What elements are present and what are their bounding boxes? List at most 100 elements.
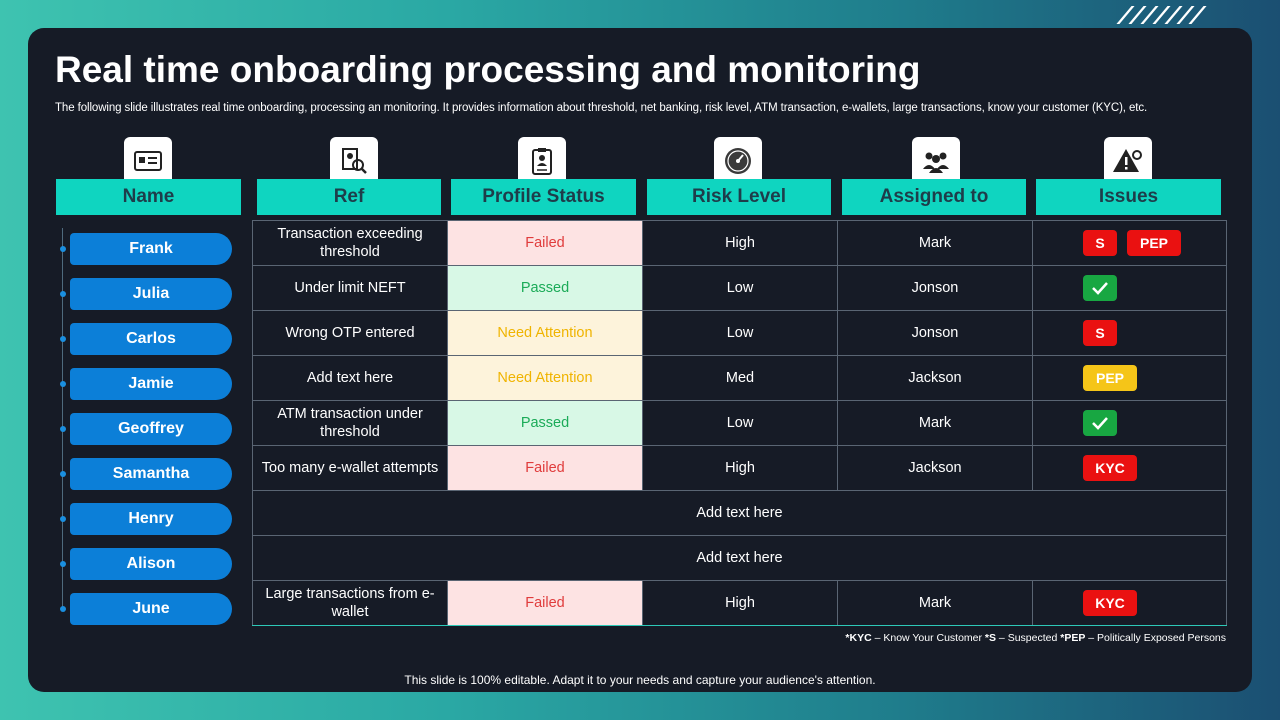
name-row: Samantha [58,451,238,496]
issue-badge-pep: PEP [1127,230,1181,256]
assigned-to-cell: Mark [837,220,1033,266]
name-row: Alison [58,541,238,586]
timeline-dot [60,605,66,612]
timeline-line [62,228,63,608]
ref-cell: Transaction exceeding threshold [252,220,448,266]
timeline-dot [60,515,66,522]
risk-level-cell: High [642,445,838,491]
name-row: June [58,586,238,631]
assigned-to-cell: Mark [837,400,1033,446]
ref-cell: Under limit NEFT [252,265,448,311]
issue-badges: S PEP [1039,230,1220,256]
ref-cell: Wrong OTP entered [252,310,448,356]
legend: *KYC – Know Your Customer *S – Suspected… [845,632,1226,644]
name-pill: Julia [70,277,232,310]
assigned-to-cell: Jackson [837,355,1033,401]
name-row: Jamie [58,361,238,406]
name-pill: Samantha [70,457,232,490]
issues-cell: PEP [1032,355,1227,401]
name-pill: Henry [70,502,232,535]
ref-cell: ATM transaction under threshold [252,400,448,446]
profile-status-cell: Need Attention [447,310,643,356]
issue-badges [1039,275,1220,301]
team-icon [912,137,960,185]
issue-badge-s: S [1083,320,1117,346]
issue-badges: PEP [1039,365,1220,391]
issues-cell [1032,400,1227,446]
name-row: Carlos [58,316,238,361]
timeline-dot [60,335,66,342]
issue-badge-pep: PEP [1083,365,1137,391]
profile-clipboard-icon [518,137,566,185]
table-row: Add text here [252,490,1227,536]
profile-status-cell: Passed [447,400,643,446]
name-pill: June [70,592,232,625]
risk-level-cell: Low [642,310,838,356]
legend-s-text: – Suspected [996,632,1061,644]
risk-gauge-icon [714,137,762,185]
table-row: Add text here [252,535,1227,581]
issue-badges: KYC [1039,590,1220,616]
issues-cell [1032,265,1227,311]
header-name: Name [56,179,241,215]
page-title: Real time onboarding processing and moni… [55,49,921,90]
page-subtitle: The following slide illustrates real tim… [55,102,1148,114]
header-ref: Ref [257,179,441,215]
ref-cell: Add text here [252,355,448,401]
issue-badges: S [1039,320,1220,346]
name-row: Frank [58,226,238,271]
check-icon [1083,410,1117,436]
id-card-icon [124,137,172,185]
name-pill: Alison [70,547,232,580]
merged-cell: Add text here [252,535,1227,581]
name-row: Julia [58,271,238,316]
assigned-to-cell: Mark [837,580,1033,626]
risk-level-cell: Low [642,265,838,311]
decorative-slashes [1116,6,1207,24]
risk-level-cell: High [642,220,838,266]
header-profile-status: Profile Status [451,179,636,215]
warning-gear-icon [1104,137,1152,185]
risk-level-cell: High [642,580,838,626]
issues-cell: KYC [1032,445,1227,491]
name-pill: Jamie [70,367,232,400]
legend-pep-text: – Politically Exposed Persons [1085,632,1226,644]
issue-badge-s: S [1083,230,1117,256]
timeline-dot [60,380,66,387]
legend-pep-key: *PEP [1060,632,1086,644]
slide-card: Real time onboarding processing and moni… [28,28,1252,692]
legend-kyc-key: *KYC [845,632,872,644]
issues-cell: KYC [1032,580,1227,626]
assigned-to-cell: Jonson [837,265,1033,311]
issues-cell: S [1032,310,1227,356]
profile-status-cell: Failed [447,580,643,626]
footer-note: This slide is 100% editable. Adapt it to… [404,673,876,687]
document-search-icon [330,137,378,185]
name-pill: Carlos [70,322,232,355]
name-row: Geoffrey [58,406,238,451]
name-pill: Geoffrey [70,412,232,445]
header-issues: Issues [1036,179,1221,215]
timeline-dot [60,560,66,567]
issue-badges: KYC [1039,455,1220,481]
risk-level-cell: Med [642,355,838,401]
assigned-to-cell: Jackson [837,445,1033,491]
risk-level-cell: Low [642,400,838,446]
header-assigned-to: Assigned to [842,179,1026,215]
ref-cell: Too many e-wallet attempts [252,445,448,491]
profile-status-cell: Need Attention [447,355,643,401]
issue-badges [1039,410,1220,436]
header-risk-level: Risk Level [647,179,831,215]
issue-badge-kyc: KYC [1083,590,1137,616]
timeline-dot [60,245,66,252]
name-row: Henry [58,496,238,541]
timeline-dot [60,425,66,432]
timeline-dot [60,470,66,477]
